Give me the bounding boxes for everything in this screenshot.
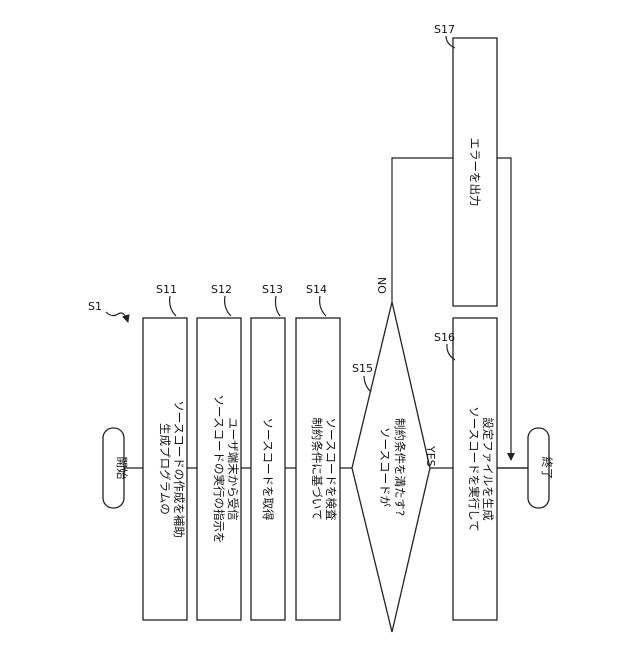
decision-s15-id: S15: [352, 362, 373, 375]
step-s16-line-1: ソースコードを実行して: [467, 406, 481, 532]
start-terminal: 開始: [103, 428, 129, 508]
step-s11: 生成プログラムの ソースコードの作成を補助: [143, 318, 187, 620]
step-s11-callout: [170, 296, 176, 316]
flowchart-id-arrow: [106, 312, 128, 322]
yes-label: YES: [424, 445, 437, 467]
step-s17-id: S17: [434, 23, 455, 36]
step-s17: エラーを出力: [453, 38, 497, 306]
step-s12-line-2: ユーザ端末から受信: [226, 417, 240, 520]
start-label: 開始: [115, 457, 129, 480]
decision-s15-callout: [364, 376, 371, 392]
step-s12: ソースコードの実行の指示を ユーザ端末から受信: [197, 318, 241, 620]
step-s11-line-2: ソースコードの作成を補助: [172, 400, 186, 537]
step-s14: 制約条件に基づいて ソースコードを検査: [296, 318, 340, 620]
end-label: 終了: [540, 457, 554, 480]
no-label: NO: [375, 277, 388, 294]
step-s12-line-1: ソースコードの実行の指示を: [212, 395, 226, 544]
step-s14-callout: [320, 296, 326, 316]
decision-s15: ソースコードが 制約条件を満たす?: [352, 302, 430, 632]
decision-s15-line-2: 制約条件を満たす?: [393, 418, 407, 516]
step-s16-id: S16: [434, 331, 455, 344]
step-s16: ソースコードを実行して 設定ファイルを生成: [453, 318, 497, 620]
step-s13-line-1: ソースコードを取得: [261, 418, 275, 521]
step-s11-id: S11: [156, 283, 177, 296]
step-s12-callout: [225, 296, 231, 316]
step-s17-line-1: エラーを出力: [468, 138, 482, 207]
end-terminal: 終了: [528, 428, 554, 508]
step-s14-id: S14: [306, 283, 327, 296]
flowchart-id: S1: [88, 300, 102, 313]
step-s16-line-2: 設定ファイルを生成: [481, 417, 495, 521]
step-s12-id: S12: [211, 283, 232, 296]
step-s14-line-1: 制約条件に基づいて: [310, 417, 324, 520]
decision-s15-line-1: ソースコードが: [378, 427, 392, 507]
step-s14-line-2: ソースコードを検査: [324, 418, 338, 521]
step-s13-id: S13: [262, 283, 283, 296]
step-s13-callout: [276, 296, 281, 316]
step-s11-line-1: 生成プログラムの: [158, 423, 172, 515]
step-s13: ソースコードを取得: [251, 318, 285, 620]
